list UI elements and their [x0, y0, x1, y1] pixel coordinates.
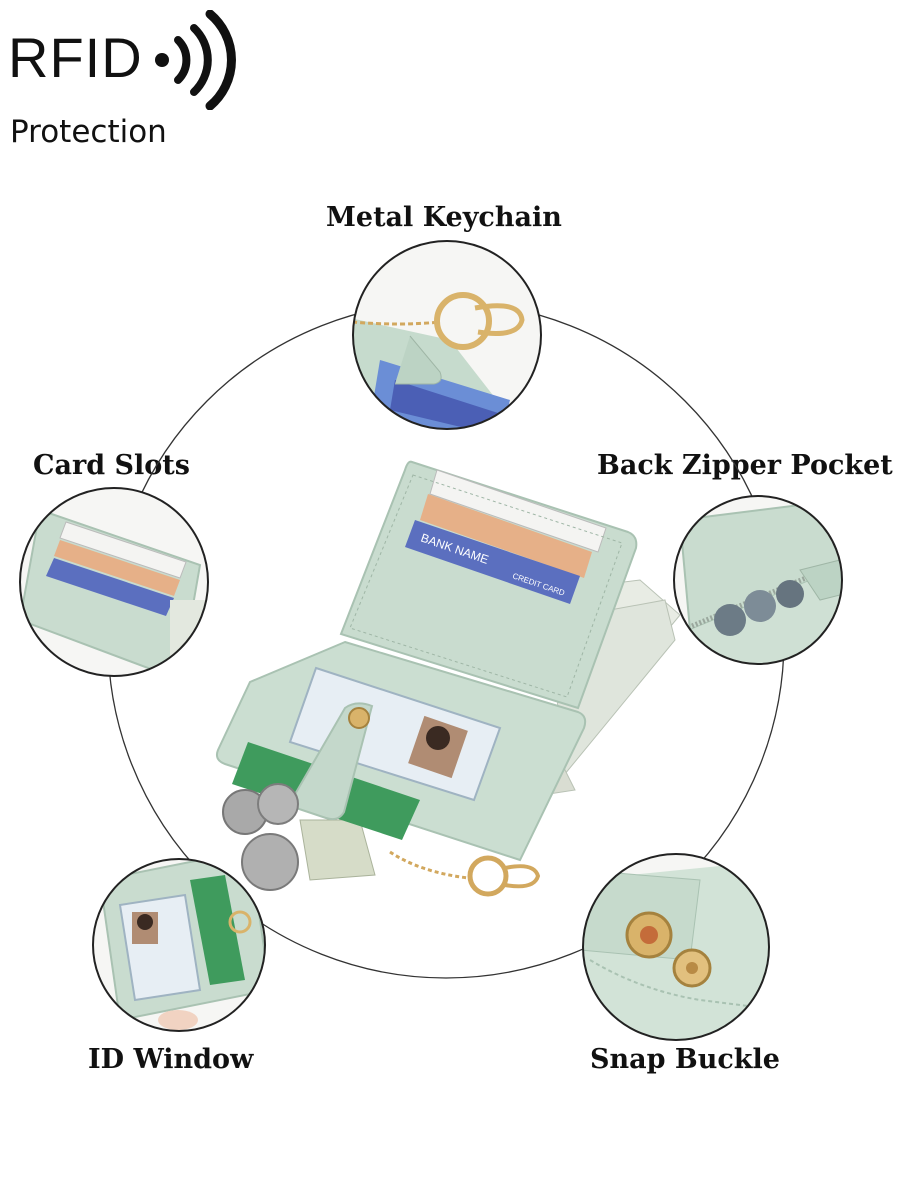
- coin: [241, 833, 299, 891]
- rfid-title: RFID: [8, 26, 143, 89]
- label-id-window: ID Window: [88, 1044, 254, 1075]
- detail-card-slots: [19, 487, 209, 677]
- wallet-main: BANK NAME CREDIT CARD: [215, 460, 681, 897]
- detail-id-window: [92, 858, 266, 1032]
- key-ring: [467, 855, 509, 897]
- rfid-logo: RFID Protection: [8, 10, 248, 150]
- label-back-zipper-pocket: Back Zipper Pocket: [597, 450, 893, 481]
- snap-button: [348, 707, 370, 729]
- wallet-cards: BANK NAME CREDIT CARD: [405, 469, 607, 604]
- coin: [257, 783, 299, 825]
- detail-metal-keychain: [352, 240, 542, 430]
- label-snap-buckle: Snap Buckle: [590, 1044, 780, 1075]
- label-metal-keychain: Metal Keychain: [326, 202, 562, 233]
- rfid-signal-icon: [155, 10, 236, 110]
- label-card-slots: Card Slots: [33, 450, 190, 481]
- detail-snap-buckle: [582, 853, 770, 1041]
- detail-back-zipper-pocket: [673, 495, 843, 665]
- rfid-subtitle: Protection: [10, 114, 167, 150]
